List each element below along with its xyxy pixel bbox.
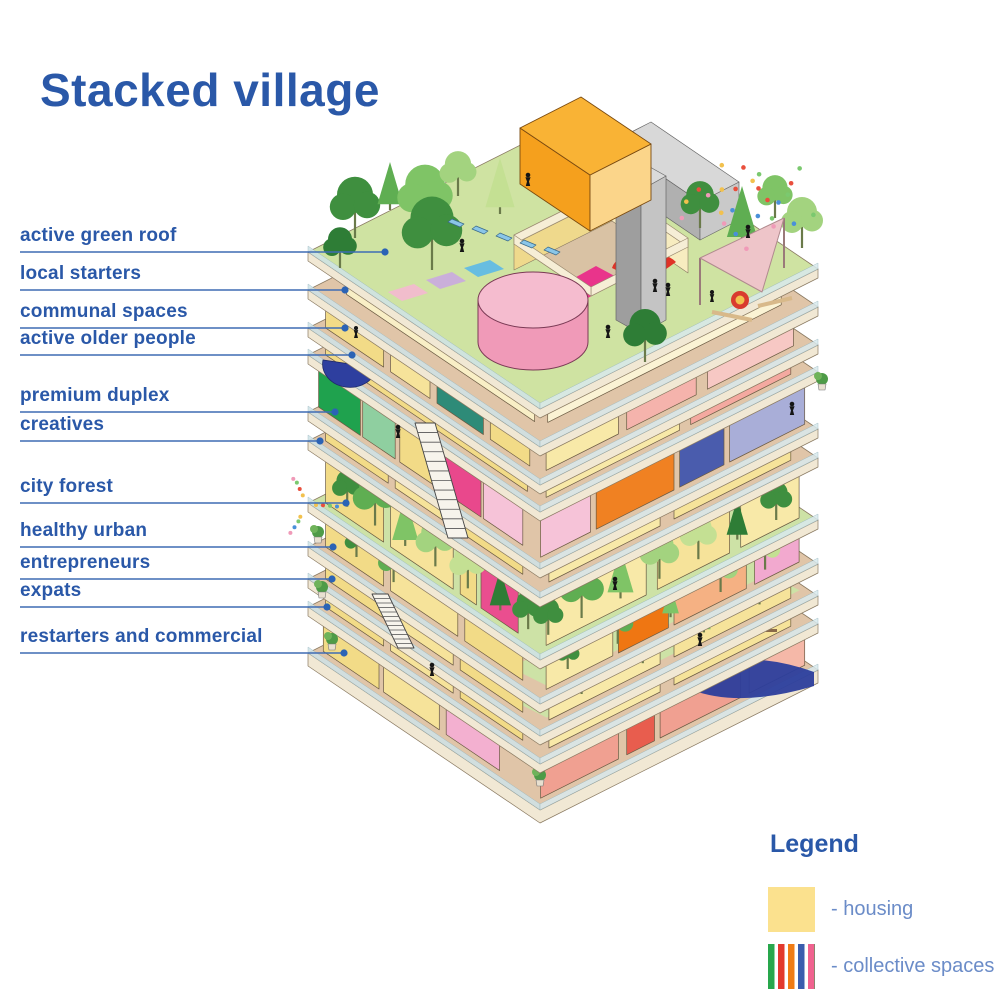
floor-label: active green roof xyxy=(20,225,177,246)
legend-collective-label: - collective spaces xyxy=(831,955,995,977)
floor-label: healthy urban xyxy=(20,520,148,541)
legend-title: Legend xyxy=(770,830,859,858)
legend-row-collective: - collective spaces xyxy=(768,944,994,989)
housing-swatch xyxy=(768,887,815,932)
floor-label: city forest xyxy=(20,476,114,497)
floor-label: active older people xyxy=(20,328,196,349)
floor-label: restarters and commercial xyxy=(20,626,263,647)
floor-label: local starters xyxy=(20,263,142,284)
floor-label: creatives xyxy=(20,414,105,435)
floor-label: expats xyxy=(20,580,82,601)
floor-label: premium duplex xyxy=(20,385,170,406)
collective-spaces-swatch xyxy=(768,944,815,989)
legend: Legend - housing - collective spaces xyxy=(768,830,994,1000)
legend-housing-label: - housing xyxy=(831,898,914,920)
legend-row-housing: - housing xyxy=(768,887,994,932)
page-title: Stacked village xyxy=(40,63,380,116)
floor-label: entrepreneurs xyxy=(20,552,151,573)
floor-label: communal spaces xyxy=(20,301,188,322)
